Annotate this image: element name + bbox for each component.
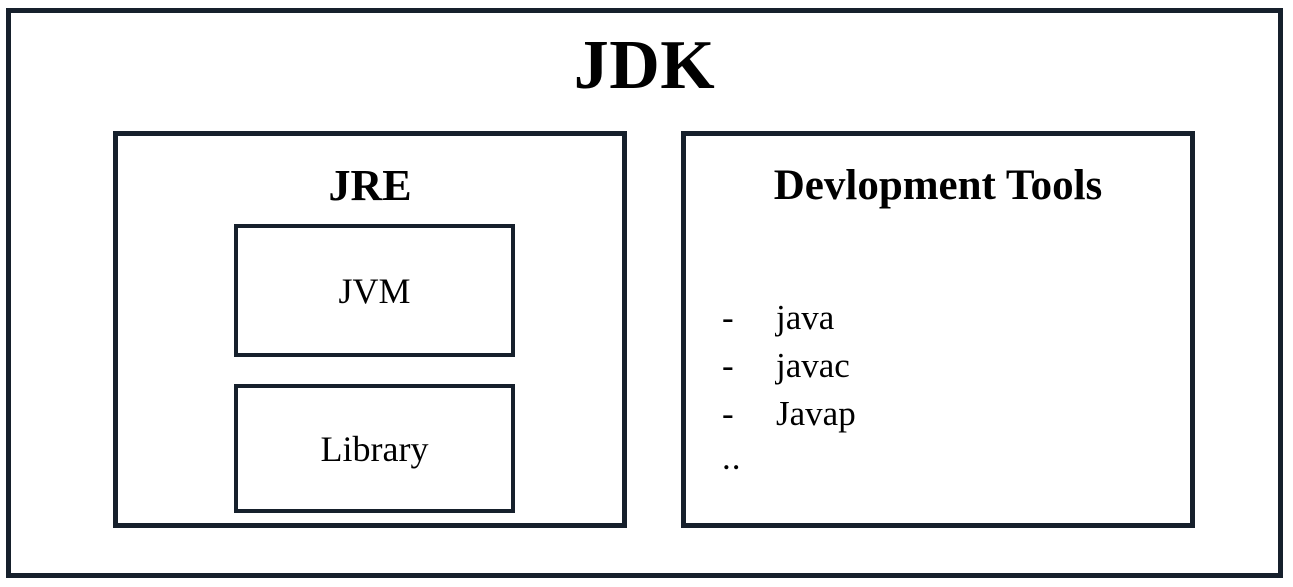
- bullet-dash-icon: -: [722, 394, 734, 433]
- jdk-container-box: JDK JRE JVM Library Devlopment Tools - j…: [6, 8, 1283, 578]
- list-item: - javac: [722, 342, 1162, 390]
- development-tools-list: - java - javac - Javap ..: [722, 294, 1162, 478]
- jvm-label: JVM: [338, 270, 411, 311]
- jdk-title: JDK: [573, 27, 716, 104]
- tool-label-javac: javac: [776, 346, 850, 385]
- tool-label-javap: Javap: [776, 394, 856, 433]
- bullet-dash-icon: -: [722, 346, 734, 385]
- tools-ellipsis: ..: [722, 438, 742, 477]
- bullet-dash-icon: -: [722, 298, 734, 337]
- list-item: - java: [722, 294, 1162, 342]
- jvm-box: JVM: [234, 224, 515, 357]
- tool-label-java: java: [776, 298, 835, 337]
- library-box: Library: [234, 384, 515, 513]
- development-tools-title: Devlopment Tools: [773, 162, 1103, 209]
- jre-box: JRE JVM Library: [113, 131, 627, 528]
- jre-title: JRE: [328, 161, 412, 210]
- list-item: - Javap: [722, 390, 1162, 438]
- development-tools-box: Devlopment Tools - java - javac - Javap …: [681, 131, 1195, 528]
- library-label: Library: [320, 428, 429, 469]
